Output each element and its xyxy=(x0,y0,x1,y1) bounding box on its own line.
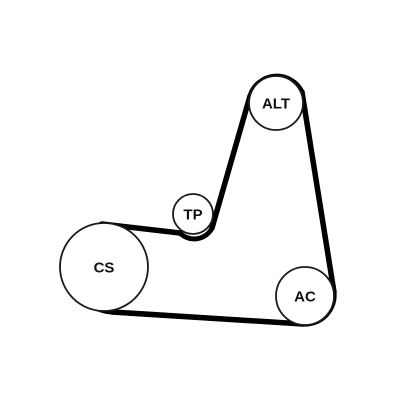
pulley-tensioner: TP xyxy=(172,193,214,235)
alternator-label: ALT xyxy=(262,96,290,113)
crankshaft-pulley-circle xyxy=(59,222,149,312)
tensioner-label: TP xyxy=(183,207,202,224)
belt-span-alt-to-ac xyxy=(299,89,337,295)
belt-span-ac-to-cs xyxy=(109,309,306,327)
belt-span-tp-to-alt xyxy=(209,93,253,231)
pulley-air-conditioning: AC xyxy=(275,266,335,326)
pulley-alternator: ALT xyxy=(248,75,304,131)
pulley-crankshaft: CS xyxy=(59,222,149,312)
alternator-pulley-circle xyxy=(248,75,304,131)
ac-label: AC xyxy=(294,289,316,306)
tensioner-pulley-circle xyxy=(172,193,214,235)
ac-pulley-circle xyxy=(275,266,335,326)
crankshaft-label: CS xyxy=(94,260,115,277)
belt-wrap-tensioner xyxy=(178,226,215,242)
